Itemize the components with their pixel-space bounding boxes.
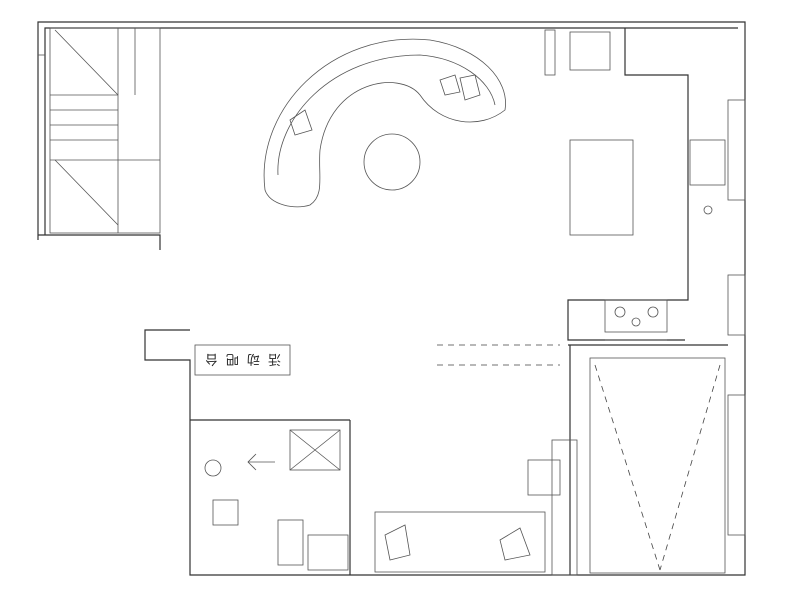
kitchen [544, 28, 726, 341]
bar-label-text: 活动吧台 [197, 351, 281, 366]
bar-label: 活动吧台 [197, 351, 281, 366]
chair [569, 31, 611, 71]
curved-sofa [263, 38, 506, 208]
toilet [277, 519, 304, 566]
stove [604, 299, 668, 333]
bedroom [527, 344, 728, 576]
outer-walls [37, 21, 746, 576]
bathroom [190, 344, 546, 575]
round-table [363, 133, 421, 191]
bar-counter [194, 344, 291, 376]
sofa [374, 511, 546, 573]
staircase [38, 27, 161, 234]
basin [307, 534, 349, 571]
sink [689, 139, 726, 186]
kitchen-island [569, 139, 634, 236]
